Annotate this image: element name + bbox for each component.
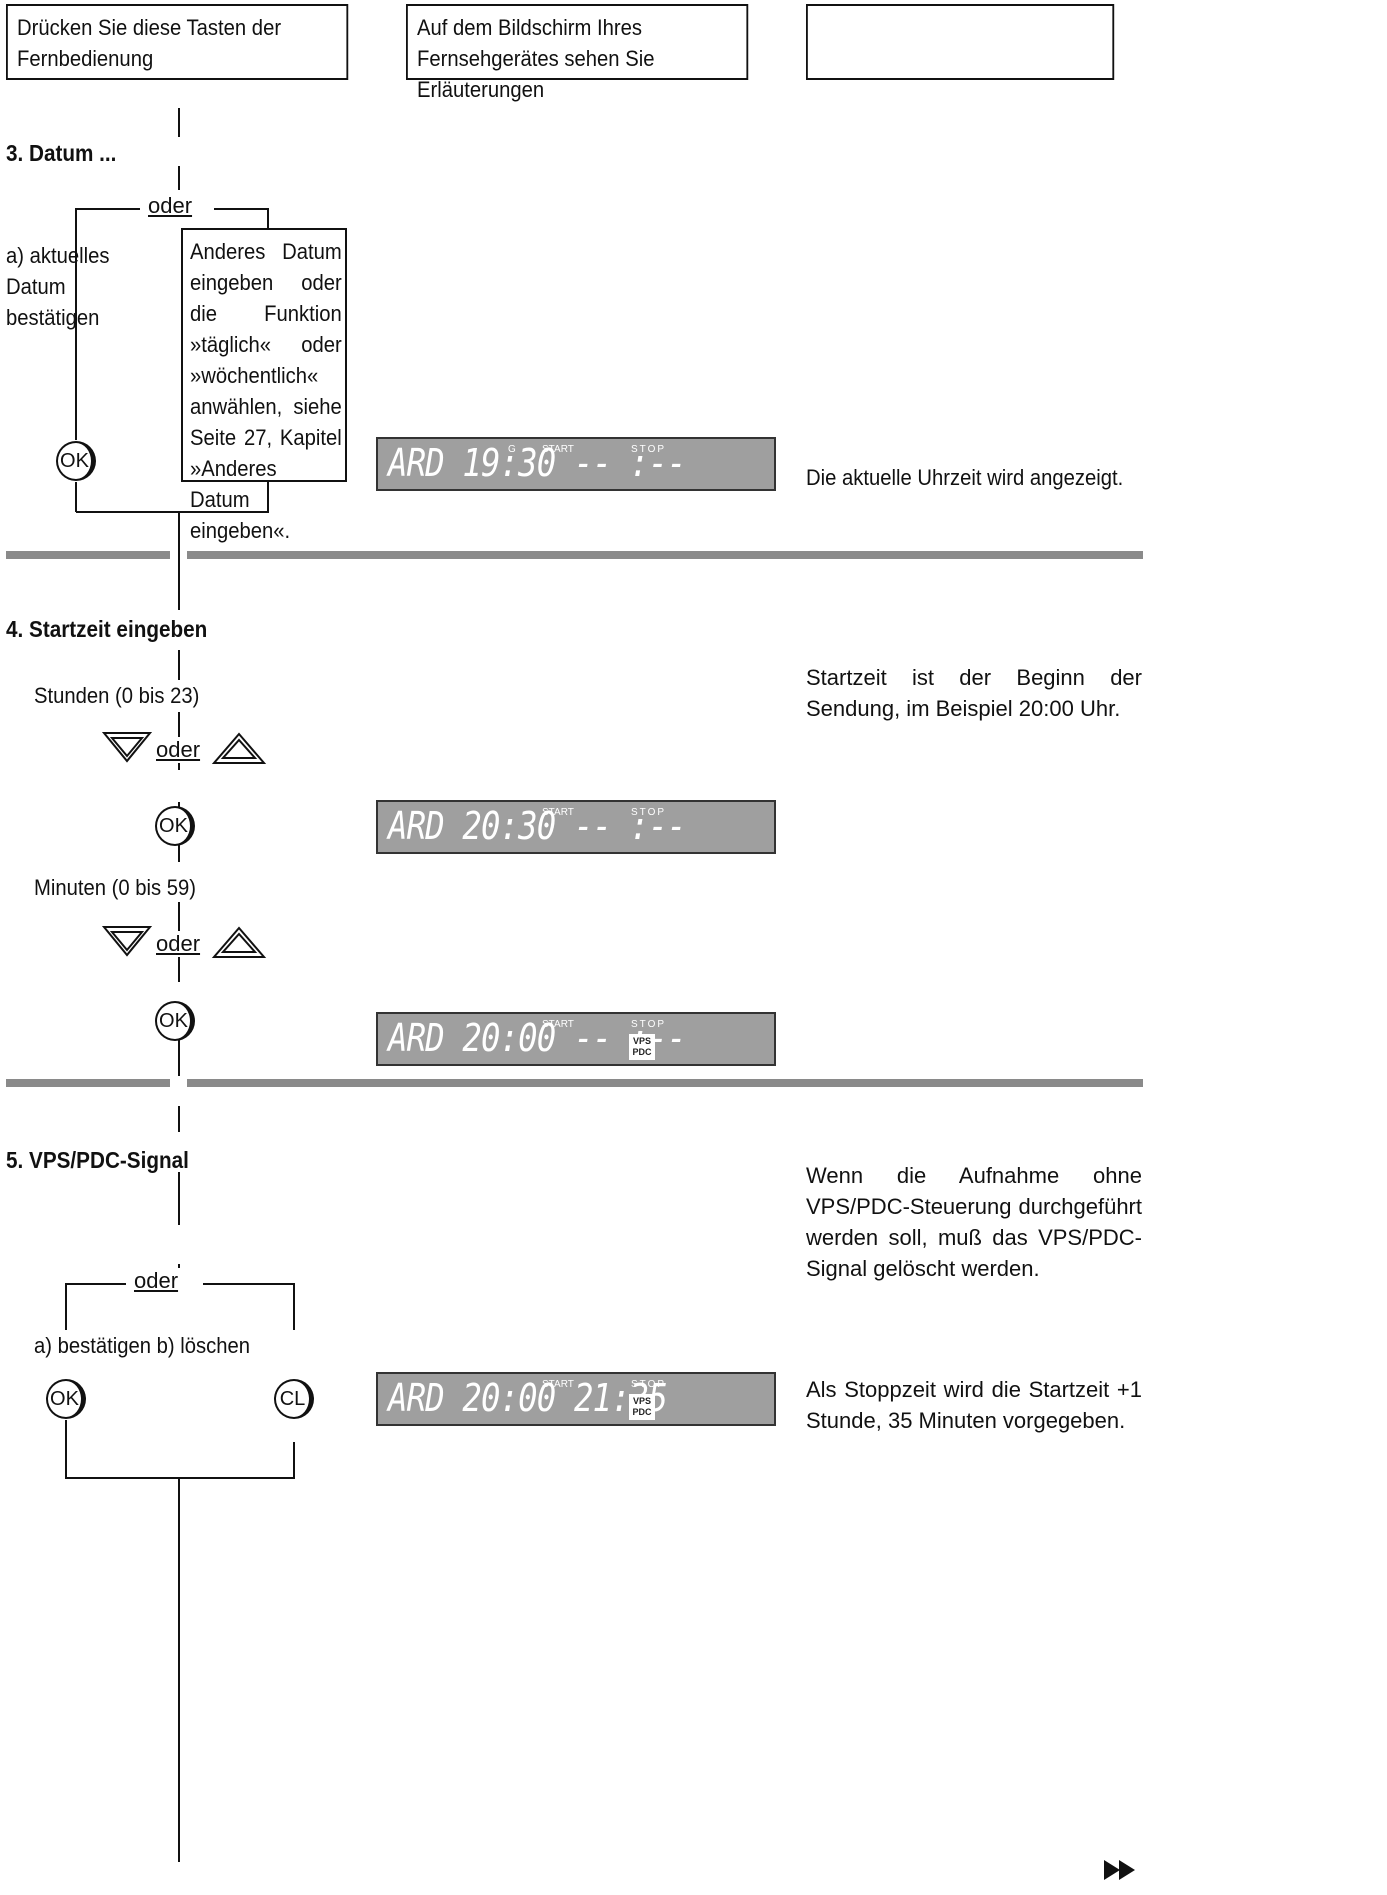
display-start-label: START bbox=[542, 807, 574, 818]
ok-button[interactable]: OK bbox=[155, 1001, 195, 1041]
fast-forward-icon[interactable] bbox=[1102, 1858, 1138, 1882]
down-triangle-icon[interactable] bbox=[102, 924, 152, 960]
display-stop-label: STOP bbox=[631, 444, 667, 455]
header-screen-text: Auf dem Bildschirm Ihres Fernsehgerätes … bbox=[417, 15, 655, 102]
cl-button[interactable]: CL bbox=[274, 1379, 314, 1419]
tv-display-start-hours: ARD 20:30 -- :-- START STOP bbox=[376, 800, 776, 854]
display-prog-label: G bbox=[508, 444, 516, 455]
divider-band bbox=[6, 1079, 170, 1087]
vps-pdc-badge: VPS PDC bbox=[629, 1034, 655, 1060]
up-triangle-icon[interactable] bbox=[211, 924, 267, 960]
section-5-note-1: Wenn die Aufnahme ohne VPS/PDC-Steuerung… bbox=[806, 1163, 1142, 1281]
display-start-label: START bbox=[542, 1379, 574, 1390]
section-5-options: a) bestätigen b) löschen bbox=[34, 1333, 251, 1358]
up-triangle-icon[interactable] bbox=[211, 730, 267, 766]
section-5-note-2: Als Stoppzeit wird die Startzeit +1 Stun… bbox=[806, 1377, 1142, 1433]
header-screen-box: Auf dem Bildschirm Ihres Fernsehgerätes … bbox=[406, 4, 749, 102]
divider-band bbox=[187, 551, 1143, 559]
down-triangle-icon[interactable] bbox=[102, 730, 152, 766]
tv-display-vps: ARD 20:00 21:35 START STOP VPS PDC bbox=[376, 1372, 776, 1426]
section-3-heading: 3. Datum ... bbox=[6, 140, 117, 166]
display-start-label: START bbox=[542, 1019, 574, 1030]
tv-display-date: ARD 19:30 -- :-- G START STOP bbox=[376, 437, 776, 491]
divider-band bbox=[187, 1079, 1143, 1087]
display-stop-label: STOP bbox=[631, 1019, 667, 1030]
ok-button[interactable]: OK bbox=[56, 441, 96, 481]
divider-band bbox=[6, 551, 170, 559]
option-b-text: Anderes Datum eingeben oder die Funktion… bbox=[190, 239, 342, 543]
ok-button[interactable]: OK bbox=[155, 806, 195, 846]
display-digits: ARD 19:30 -- :-- bbox=[388, 441, 686, 485]
display-stop-label: STOP bbox=[631, 807, 667, 818]
section-4-oder-hours: oder bbox=[152, 737, 205, 763]
display-stop-label: STOP bbox=[631, 1379, 667, 1390]
section-5-heading: 5. VPS/PDC-Signal bbox=[6, 1147, 189, 1173]
minutes-label: Minuten (0 bis 59) bbox=[34, 875, 197, 900]
tv-display-start-minutes: ARD 20:00 -- :-- START STOP VPS PDC bbox=[376, 1012, 776, 1066]
option-b-box: Anderes Datum eingeben oder die Funktion… bbox=[181, 228, 347, 543]
hours-label: Stunden (0 bis 23) bbox=[34, 683, 200, 708]
section-4-oder-minutes: oder bbox=[152, 931, 205, 957]
option-a-current-date: a) aktuelles Datum bestätigen bbox=[6, 243, 110, 330]
ok-button[interactable]: OK bbox=[46, 1379, 86, 1419]
header-keys-box: Drücken Sie diese Tasten der Fernbedienu… bbox=[6, 4, 349, 80]
section-3-oder: oder bbox=[144, 193, 197, 219]
header-empty-box bbox=[806, 4, 1115, 80]
display-digits: ARD 20:30 -- :-- bbox=[388, 804, 686, 848]
section-3-note: Die aktuelle Uhrzeit wird angezeigt. bbox=[806, 465, 1124, 490]
display-digits: ARD 20:00 21:35 bbox=[388, 1376, 668, 1420]
section-5-oder: oder bbox=[130, 1268, 183, 1294]
section-4-heading: 4. Startzeit eingeben bbox=[6, 616, 208, 642]
header-keys-text: Drücken Sie diese Tasten der Fernbedienu… bbox=[17, 15, 282, 71]
section-4-note: Startzeit ist der Beginn der Sendung, im… bbox=[806, 665, 1142, 721]
vps-pdc-badge: VPS PDC bbox=[629, 1394, 655, 1420]
display-start-label: START bbox=[542, 444, 574, 455]
